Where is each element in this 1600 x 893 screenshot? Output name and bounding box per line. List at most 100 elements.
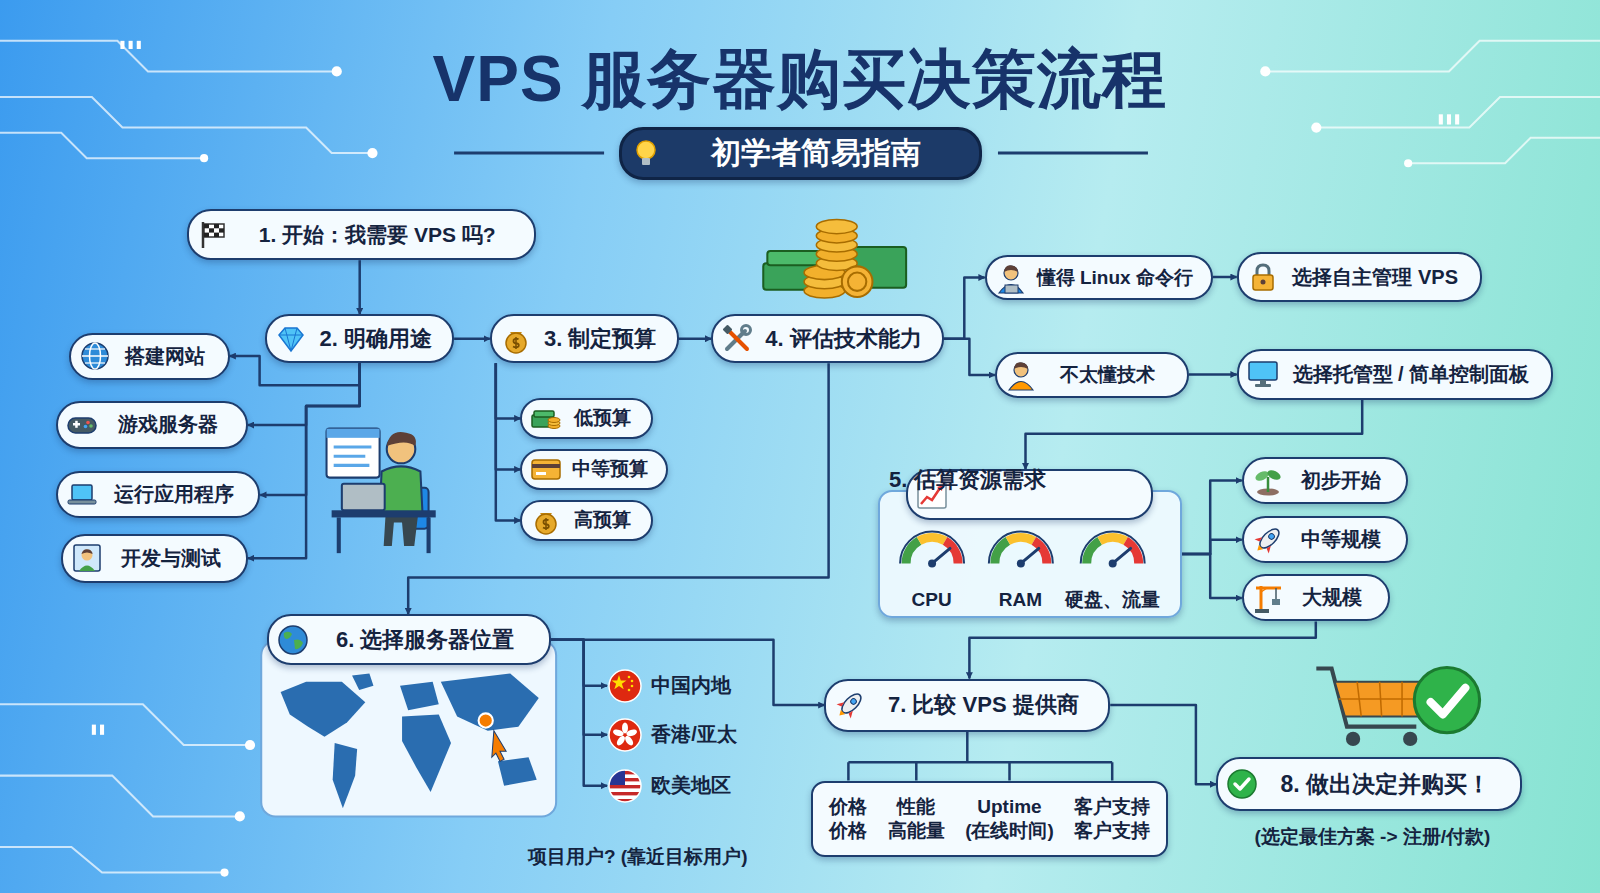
icon [1265,545,1273,553]
icon [214,232,219,236]
subtitle-rule [454,152,604,155]
gauge-icons [1086,541,1099,564]
icon [204,232,209,236]
icon [727,329,747,349]
icon [1254,534,1262,542]
icon [1259,586,1262,612]
circuit-lines [0,97,372,153]
process-box: 初步开始 [1242,457,1408,504]
circuit-lines [0,41,1600,873]
circuit-lines [1408,138,1600,164]
icon [1226,768,1258,800]
node-label: 欧美地区 [651,772,731,799]
circuit-dots [1439,114,1443,124]
icon [630,137,662,169]
icon [609,670,641,702]
criteria-label: 客户支持 客户支持 [1074,795,1150,843]
icon [630,137,662,169]
icon [530,402,562,434]
process-box: 3. 制定预算 [490,314,679,363]
cart-illustration [1431,688,1466,715]
node-label: 低预算 [574,405,631,431]
connector [1213,276,1237,279]
icon [1247,358,1279,390]
process-box: 1. 开始：我需要 VPS 吗? [187,209,536,260]
icon [1252,465,1284,497]
circuit-lines [1265,41,1600,72]
icon [1252,524,1284,556]
node-label: 中等预算 [572,456,648,482]
icon [612,728,624,737]
icon [79,566,95,572]
gauge-icons [988,531,1052,563]
icon [999,284,1023,293]
diagram-title: VPS 服务器购买决策流程 [0,36,1600,123]
circuit-dots [129,41,133,49]
icon [68,418,96,433]
world-map-panel [400,682,439,711]
gauge-icons [1007,537,1033,540]
icon [1014,362,1028,369]
icon [89,424,93,428]
circuit-dots [137,41,141,49]
icon [1228,770,1256,798]
icon [515,337,517,349]
icon [834,689,866,721]
icon [66,479,98,511]
connector [496,363,521,418]
icon [850,698,858,706]
gauge-icons [906,541,919,564]
icon [72,485,92,500]
world-map-panel [333,743,357,808]
gauge-icons [900,531,964,563]
node-label: 5. 估算资源需求 [889,465,1045,495]
connector [551,640,607,735]
icon [79,340,111,372]
world-map-panel [281,674,539,809]
connector [408,363,828,614]
icon [66,409,98,441]
criteria-label: 性能 高能量 [888,795,945,843]
icon [1014,363,1028,377]
icon [530,453,562,485]
icon [209,228,214,232]
node-label: 4. 评估技术能力 [765,324,921,354]
icon [1252,582,1284,614]
icon [84,425,88,429]
money-illustration [816,219,857,233]
circuit-lines [0,847,224,873]
region-option: 中国内地 [607,665,755,706]
icon [532,464,560,468]
process-box: 8. 做出决定并购买！ [1216,757,1522,811]
circuit-dots [235,811,245,821]
icon [506,333,526,353]
connector [496,363,521,520]
connector [551,640,607,686]
icon [1266,468,1282,481]
icon [1256,586,1281,589]
node-label: 游戏服务器 [118,411,218,438]
icon [1272,599,1280,605]
icon [530,504,562,536]
process-box: 5. 估算资源需求 [906,469,1153,520]
icon [275,323,307,355]
cart-illustration [1346,732,1360,746]
node-label: 中等规模 [1301,526,1381,553]
connector [944,278,985,339]
icon [612,675,627,689]
icon [1252,524,1284,556]
icon [82,549,93,554]
process-box: 低预算 [520,398,653,439]
process-box: 游戏服务器 [56,401,248,449]
circuit-lines [0,704,250,745]
process-box: 中等预算 [520,449,668,490]
world-map-panel [492,731,506,762]
icon [66,479,98,511]
world-map-panel [261,641,556,817]
circuit-dots [220,869,228,877]
node-label: 1. 开始：我需要 VPS 吗? [259,221,496,249]
icon [838,710,846,718]
icon [74,545,100,571]
icon [609,770,641,802]
